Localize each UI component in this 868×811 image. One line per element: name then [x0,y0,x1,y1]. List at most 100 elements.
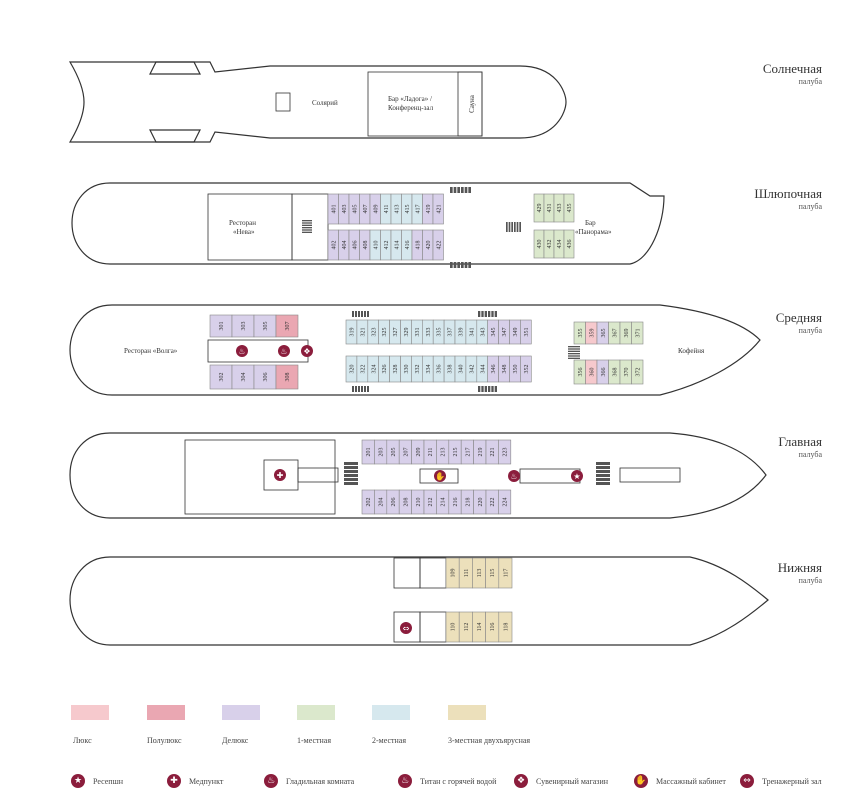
cabin-221[interactable]: 221 [485,439,499,465]
cabin-401[interactable]: 401 [327,193,339,225]
cabin-371[interactable]: 371 [631,321,644,345]
cabin-307[interactable]: 307 [275,314,299,338]
cabin-110[interactable]: 110 [445,611,460,643]
cabin-339[interactable]: 339 [454,319,467,345]
cabin-329[interactable]: 329 [400,319,412,345]
cabin-207[interactable]: 207 [398,439,412,465]
cabin-118[interactable]: 118 [498,611,513,643]
cabin-347[interactable]: 347 [498,319,510,345]
cabin-359[interactable]: 359 [585,321,598,345]
cabin-222[interactable]: 222 [485,489,499,515]
cabin-369[interactable]: 369 [619,321,632,345]
cabin-333[interactable]: 333 [421,319,434,345]
cabin-418[interactable]: 418 [411,229,423,261]
cabin-429[interactable]: 429 [533,193,545,223]
cabin-349[interactable]: 349 [509,319,521,345]
cabin-203[interactable]: 203 [374,439,388,465]
cabin-431[interactable]: 431 [543,193,555,223]
cabin-205[interactable]: 205 [386,439,400,465]
cabin-368[interactable]: 368 [608,359,621,385]
cabin-410[interactable]: 410 [369,229,381,261]
cabin-356[interactable]: 356 [573,359,586,385]
cabin-343[interactable]: 343 [476,319,488,345]
cabin-220[interactable]: 220 [473,489,487,515]
cabin-301[interactable]: 301 [209,314,233,338]
cabin-355[interactable]: 355 [573,321,586,345]
cabin-202[interactable]: 202 [361,489,375,515]
cabin-325[interactable]: 325 [378,319,390,345]
cabin-352[interactable]: 352 [520,355,532,383]
cabin-411[interactable]: 411 [380,193,392,225]
cabin-413[interactable]: 413 [390,193,402,225]
cabin-303[interactable]: 303 [231,314,255,338]
cabin-215[interactable]: 215 [448,439,462,465]
cabin-366[interactable]: 366 [596,359,609,385]
cabin-114[interactable]: 114 [472,611,486,643]
cabin-430[interactable]: 430 [533,229,545,259]
cabin-341[interactable]: 341 [465,319,478,345]
cabin-346[interactable]: 346 [487,355,499,383]
cabin-345[interactable]: 345 [487,319,499,345]
cabin-422[interactable]: 422 [432,229,444,261]
cabin-112[interactable]: 112 [458,611,473,643]
cabin-338[interactable]: 338 [443,355,456,383]
cabin-219[interactable]: 219 [473,439,487,465]
cabin-306[interactable]: 306 [253,364,277,390]
cabin-217[interactable]: 217 [460,439,474,465]
cabin-224[interactable]: 224 [498,489,512,515]
cabin-415[interactable]: 415 [401,193,413,225]
cabin-211[interactable]: 211 [423,439,437,465]
cabin-332[interactable]: 332 [411,355,423,383]
cabin-115[interactable]: 115 [485,557,500,589]
cabin-117[interactable]: 117 [498,557,513,589]
cabin-334[interactable]: 334 [421,355,434,383]
cabin-402[interactable]: 402 [327,229,339,261]
cabin-370[interactable]: 370 [619,359,632,385]
cabin-348[interactable]: 348 [498,355,510,383]
cabin-320[interactable]: 320 [345,355,358,383]
cabin-111[interactable]: 111 [458,557,473,589]
cabin-414[interactable]: 414 [390,229,402,261]
cabin-323[interactable]: 323 [367,319,379,345]
cabin-209[interactable]: 209 [411,439,425,465]
cabin-218[interactable]: 218 [460,489,474,515]
cabin-433[interactable]: 433 [553,193,565,223]
cabin-404[interactable]: 404 [338,229,350,261]
cabin-344[interactable]: 344 [476,355,488,383]
cabin-367[interactable]: 367 [608,321,621,345]
cabin-434[interactable]: 434 [553,229,565,259]
cabin-421[interactable]: 421 [432,193,444,225]
cabin-206[interactable]: 206 [386,489,400,515]
cabin-305[interactable]: 305 [253,314,277,338]
cabin-109[interactable]: 109 [445,557,460,589]
cabin-360[interactable]: 360 [585,359,598,385]
cabin-330[interactable]: 330 [400,355,412,383]
cabin-407[interactable]: 407 [359,193,371,225]
cabin-210[interactable]: 210 [411,489,425,515]
cabin-435[interactable]: 435 [563,193,575,223]
cabin-204[interactable]: 204 [374,489,388,515]
cabin-351[interactable]: 351 [520,319,532,345]
cabin-416[interactable]: 416 [401,229,413,261]
cabin-213[interactable]: 213 [436,439,450,465]
cabin-223[interactable]: 223 [498,439,512,465]
cabin-342[interactable]: 342 [465,355,478,383]
cabin-113[interactable]: 113 [472,557,486,589]
cabin-308[interactable]: 308 [275,364,299,390]
cabin-420[interactable]: 420 [422,229,434,261]
cabin-304[interactable]: 304 [231,364,255,390]
cabin-116[interactable]: 116 [485,611,500,643]
cabin-321[interactable]: 321 [356,319,369,345]
cabin-412[interactable]: 412 [380,229,392,261]
cabin-405[interactable]: 405 [348,193,360,225]
cabin-340[interactable]: 340 [454,355,467,383]
cabin-406[interactable]: 406 [348,229,360,261]
cabin-432[interactable]: 432 [543,229,555,259]
cabin-335[interactable]: 335 [432,319,445,345]
cabin-417[interactable]: 417 [411,193,423,225]
cabin-319[interactable]: 319 [345,319,358,345]
cabin-403[interactable]: 403 [338,193,350,225]
cabin-322[interactable]: 322 [356,355,369,383]
cabin-201[interactable]: 201 [361,439,375,465]
cabin-337[interactable]: 337 [443,319,456,345]
